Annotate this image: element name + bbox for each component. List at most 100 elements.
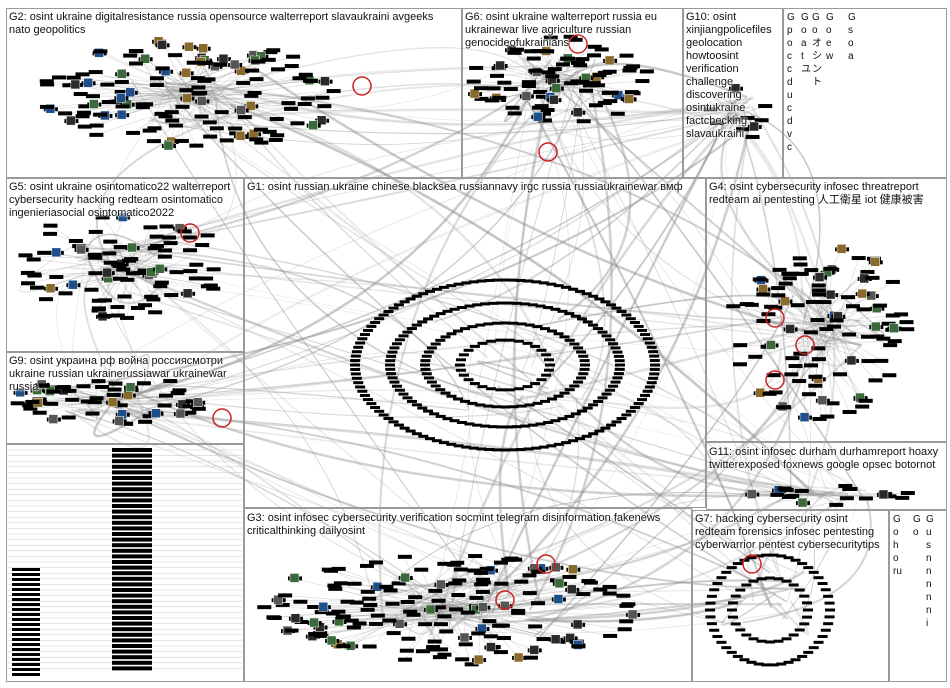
node-label [649, 354, 660, 358]
edge [256, 87, 726, 123]
node-avatar [459, 632, 470, 643]
node-label [537, 111, 552, 116]
edge [129, 320, 860, 395]
node-avatar [478, 602, 488, 612]
node-label [588, 323, 599, 327]
node-label [571, 644, 586, 649]
node-label [578, 372, 589, 376]
node-label [400, 599, 415, 604]
node-label [469, 344, 480, 348]
node-label [841, 295, 856, 300]
tiny-group-glyph: n [926, 579, 932, 590]
node-label [417, 406, 428, 410]
node-label [157, 403, 172, 408]
node-label [275, 602, 290, 607]
node-label [524, 403, 535, 407]
edge [759, 497, 847, 621]
node-label [191, 85, 206, 90]
highlight-ring [180, 223, 200, 243]
edge [825, 345, 869, 362]
node-label [136, 381, 151, 386]
edge [77, 408, 804, 495]
node-label [615, 363, 625, 367]
node-label [91, 306, 106, 311]
node-label [431, 598, 446, 603]
node-label [642, 337, 653, 341]
edge [230, 103, 814, 495]
node-label [467, 325, 478, 329]
node-label [900, 491, 915, 496]
edge [56, 273, 127, 278]
node-label [448, 581, 463, 586]
node-label [483, 634, 498, 639]
node-label [398, 392, 409, 396]
node-label [244, 93, 259, 98]
node-label [20, 281, 35, 286]
node-label [355, 341, 366, 345]
node-label [174, 138, 189, 143]
node-label [95, 215, 110, 220]
node-label [475, 589, 490, 594]
node-label [452, 397, 463, 401]
node-avatar [316, 115, 327, 125]
node-label [712, 634, 723, 638]
node-label [883, 343, 898, 348]
edge [187, 117, 818, 498]
node-label [88, 70, 103, 75]
node-label [624, 90, 639, 95]
node-label [362, 398, 373, 402]
node-label [568, 439, 579, 443]
node-label [468, 446, 479, 450]
node-label [278, 593, 293, 598]
node-label [573, 63, 588, 68]
node-label [578, 354, 589, 358]
node-label [550, 307, 561, 311]
node-label [649, 367, 660, 371]
node-label [126, 130, 141, 135]
edge [763, 294, 834, 343]
node-label [61, 415, 76, 420]
node-label [425, 437, 435, 441]
node-avatar [116, 93, 126, 103]
node-label [23, 406, 38, 411]
node-avatar [473, 654, 484, 665]
node-label [633, 324, 644, 328]
edge [107, 316, 782, 402]
edge [709, 91, 748, 117]
node-label [175, 104, 190, 109]
node-label [881, 321, 896, 326]
node-label [637, 398, 648, 402]
node-label [588, 403, 599, 407]
node-label [455, 358, 466, 362]
edge [183, 108, 743, 123]
node-label [458, 642, 473, 647]
node-label [477, 341, 488, 345]
edge [201, 97, 212, 117]
node-label [315, 95, 330, 100]
node-label [32, 410, 47, 415]
node-label [727, 601, 738, 605]
node-label [564, 414, 575, 418]
edge [816, 331, 866, 401]
tiny-group-glyph: w [826, 51, 834, 62]
node-label [38, 297, 53, 302]
node-label [540, 49, 555, 54]
edge [550, 79, 618, 115]
edge [797, 305, 807, 321]
node-label [148, 310, 163, 315]
edge [550, 60, 611, 76]
node-label [203, 134, 218, 139]
edge [321, 615, 413, 637]
node-label [293, 599, 308, 604]
node-label [453, 567, 468, 572]
node-label [257, 605, 272, 610]
edge [562, 99, 851, 498]
tiny-group-glyph: G [826, 12, 834, 23]
node-label [103, 239, 118, 244]
group-label-g5: G5: osint ukraine osintomatico22 walterr… [9, 181, 234, 219]
node-label [149, 76, 164, 81]
edge [165, 84, 173, 113]
node-label [401, 636, 416, 641]
node-label [842, 409, 857, 414]
edge [56, 252, 100, 262]
